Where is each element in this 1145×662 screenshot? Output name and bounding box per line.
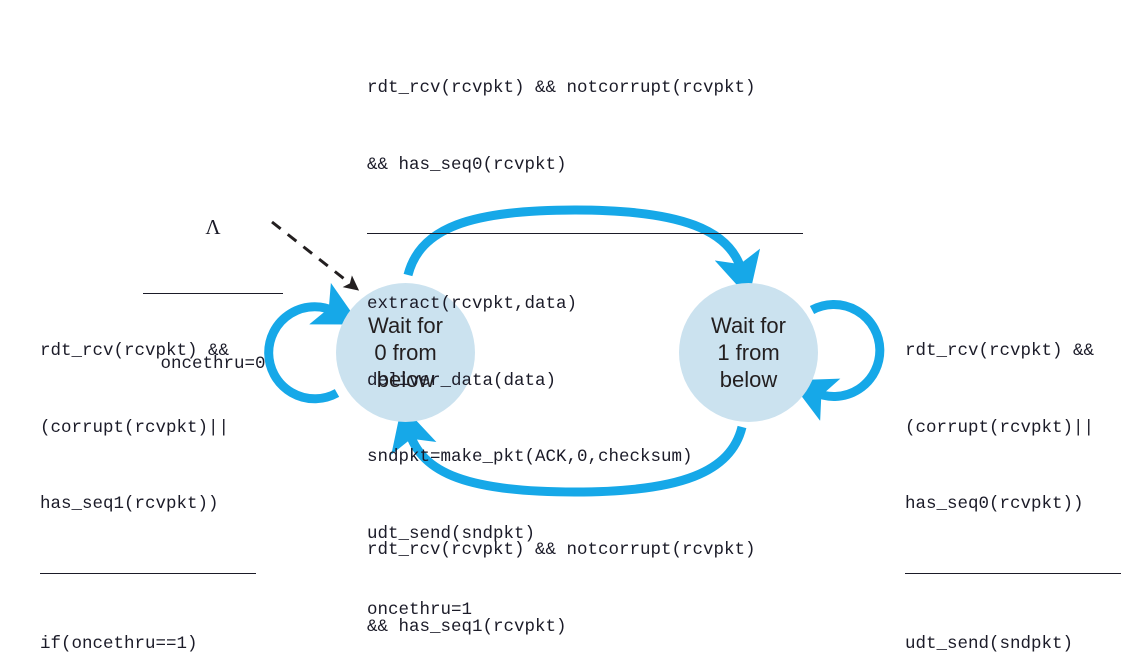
left-loop-condition-line-1: rdt_rcv(rcvpkt) && [40,341,230,361]
top-action-line-3: sndpkt=make_pkt(ACK,0,checksum) [367,447,693,467]
right-loop-condition-line-1: rdt_rcv(rcvpkt) && [905,341,1095,361]
left-self-loop-label: rdt_rcv(rcvpkt) && (corrupt(rcvpkt)|| ha… [40,288,256,662]
top-label-divider [367,233,803,234]
top-action-line-5: oncethru=1 [367,600,473,620]
initial-state-dashed-arrow [271,220,360,291]
top-condition-line-2: && has_seq0(rcvpkt) [367,154,567,175]
initial-action-text: oncethru=0 [160,354,266,374]
right-loop-condition-line-2: (corrupt(rcvpkt)|| [905,417,1095,438]
state-wait-for-0-from-below[interactable]: Wait for 0 from below [336,283,475,422]
initial-condition-lambda: Λ [205,215,221,239]
left-loop-condition-line-3: has_seq1(rcvpkt)) [40,494,219,514]
state-wait0-label: Wait for 0 from below [368,313,443,392]
right-loop-label-divider [905,572,1121,574]
left-loop-action-line-1: if(oncethru==1) [40,633,198,654]
top-action-line-4: udt_send(sndpkt) [367,523,536,544]
initial-transition-label: Λ oncethru=0 [143,165,283,429]
right-self-loop-label: rdt_rcv(rcvpkt) && (corrupt(rcvpkt)|| ha… [905,288,1121,662]
left-loop-condition-line-2: (corrupt(rcvpkt)|| [40,417,230,438]
top-condition-line-1: rdt_rcv(rcvpkt) && notcorrupt(rcvpkt) [367,78,756,98]
right-loop-action-line-1: udt_send(sndpkt) [905,633,1074,654]
top-action-line-2: deliver_data(data) [367,370,557,391]
state-wait1-label: Wait for 1 from below [711,313,786,392]
top-action-line-1: extract(rcvpkt,data) [367,294,578,314]
bottom-condition-line-1: rdt_rcv(rcvpkt) && notcorrupt(rcvpkt) [367,540,756,560]
right-self-loop-arc [789,300,885,421]
initial-label-divider [143,293,283,294]
bottom-condition-line-2: && has_seq1(rcvpkt) [367,616,567,637]
left-loop-label-divider [40,572,256,574]
right-loop-condition-line-3: has_seq0(rcvpkt)) [905,494,1084,514]
bottom-transition-label: rdt_rcv(rcvpkt) && notcorrupt(rcvpkt) &&… [367,487,803,662]
